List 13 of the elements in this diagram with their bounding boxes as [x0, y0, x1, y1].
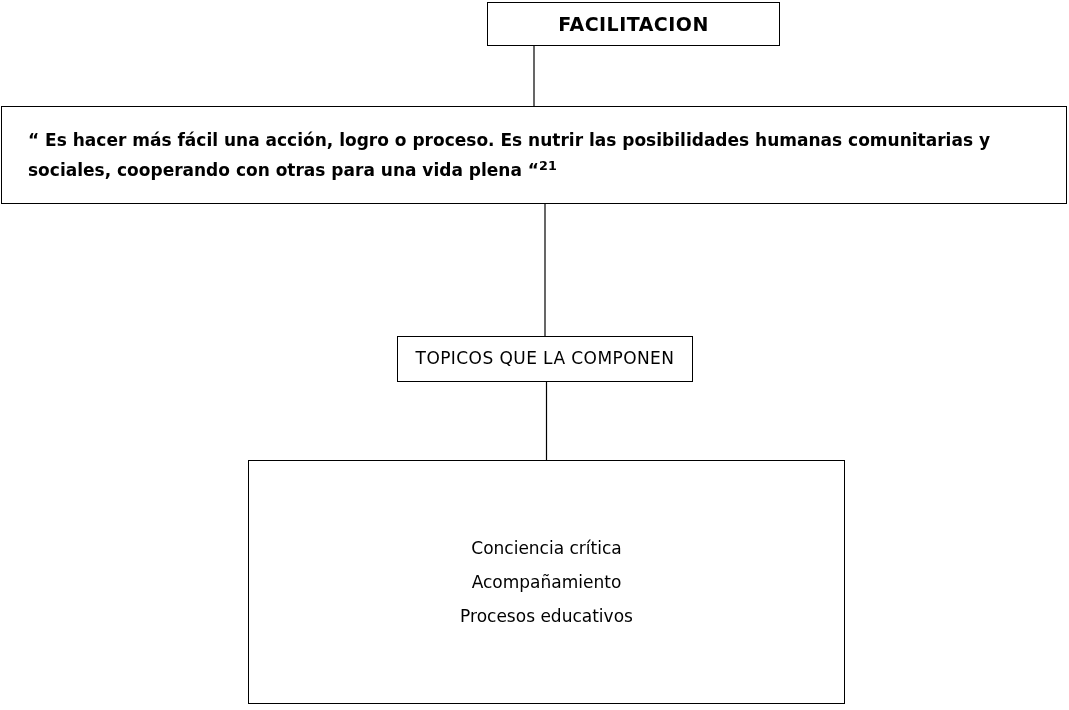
text-box: [487, 2, 780, 46]
box-title: FACILITACION: [558, 11, 709, 37]
list-item: Procesos educativos: [460, 605, 633, 628]
text-box: [1, 106, 1067, 204]
connector-line: [544, 203, 546, 337]
text-box: [248, 460, 845, 704]
quote-text: “ Es hacer más fácil una acción, logro o proceso. Es nutrir las posibilidades humanas comunitarias y sociales, cooperando con otras para una vida plena “$^{21}$: [28, 129, 991, 182]
connector-line: [545, 381, 548, 461]
list-item: Conciencia crítica: [471, 537, 622, 560]
box-title: TOPICOS QUE LA COMPONEN: [415, 347, 675, 371]
connector-line: [533, 45, 535, 107]
list-item: Acompañamiento: [471, 571, 622, 594]
text-box: [397, 336, 693, 382]
